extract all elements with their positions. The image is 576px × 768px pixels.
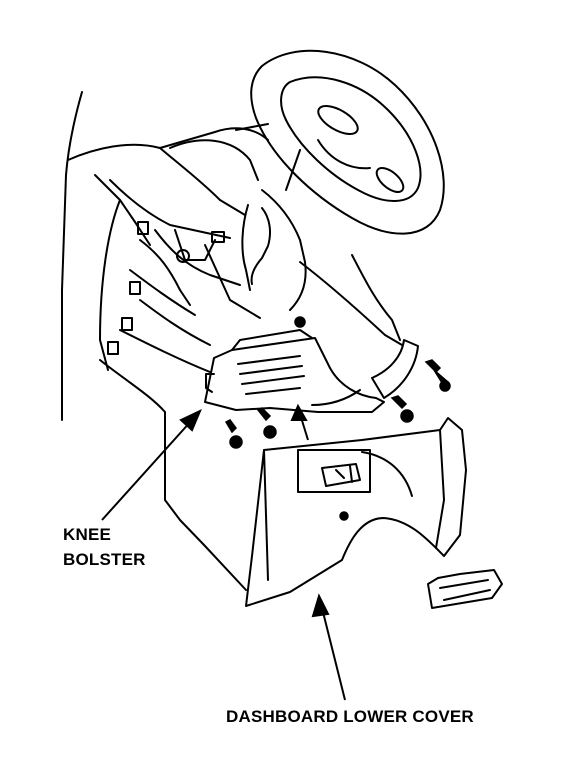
kick-panel-line [99, 359, 247, 591]
wire-2 [154, 229, 241, 286]
dashboard-lower-cover [245, 417, 467, 607]
wire-5 [204, 244, 261, 319]
knee-bolster-rib-3 [241, 375, 305, 385]
bolt-center-1 [256, 407, 272, 422]
lower-cover-latch [321, 463, 361, 487]
trim-piece [427, 569, 503, 609]
dashboard-top-edge [159, 147, 246, 216]
clip-1 [137, 221, 149, 235]
screw-lower-cover [339, 511, 349, 521]
instrument-hood [169, 139, 259, 181]
lower-cover-hole-rim [361, 451, 413, 497]
lower-cover-arrowhead [311, 593, 330, 618]
steering-wheel-rim [250, 49, 445, 235]
trim-piece-detail [439, 579, 491, 601]
wire-1 [139, 239, 191, 306]
clip-3 [121, 317, 133, 331]
knee-bolster [204, 337, 385, 413]
knee-bolster-rib-2 [239, 365, 303, 375]
column-bracket-right [351, 254, 401, 341]
label-dashboard-lower-cover: DASHBOARD LOWER COVER [226, 707, 474, 726]
wire-4 [174, 229, 216, 261]
connector-round [176, 249, 190, 263]
wire-7 [119, 329, 211, 373]
wire-3 [129, 269, 196, 316]
right-bracket-lower [311, 389, 361, 406]
screw-upper-dash [294, 316, 306, 328]
steering-wheel-inner [280, 76, 422, 202]
knee-bolster-rib-4 [245, 387, 301, 395]
steering-spoke-bottom [285, 149, 301, 191]
lower-cover-inner [263, 449, 269, 581]
steering-slot-lower [375, 167, 405, 193]
steering-column-left [241, 204, 251, 291]
steering-spoke-left [235, 123, 269, 131]
lower-cover-leader [321, 607, 346, 701]
knee-bolster-top-left [231, 329, 313, 351]
steering-hub [317, 139, 371, 170]
clip-5 [211, 231, 225, 243]
steering-column-upper [261, 189, 307, 311]
knee-bolster-tab [205, 373, 215, 393]
lower-cover-latch-detail [335, 465, 353, 483]
door-frame-inner [99, 199, 121, 371]
knee-bolster-rib-1 [237, 355, 301, 365]
lower-cover-cutout [297, 449, 371, 493]
removal-arrowhead [290, 403, 308, 421]
clip-2 [129, 281, 141, 295]
right-bracket [371, 339, 419, 399]
label-knee: KNEE [63, 525, 112, 544]
lower-cover-right-edge [435, 429, 445, 549]
knee-bolster-leader [101, 419, 193, 521]
steering-column-shroud [250, 207, 271, 285]
dashboard-face [109, 179, 231, 239]
door-frame-outline [61, 91, 83, 421]
bolt-right-lower [390, 395, 408, 410]
clip-4 [107, 341, 119, 355]
knee-bolster-arrowhead [179, 408, 202, 432]
steering-slot-upper [317, 105, 359, 135]
steering-column-lower [299, 261, 403, 346]
label-bolster: BOLSTER [63, 550, 146, 569]
wire-6 [139, 299, 211, 346]
bolt-center-2 [224, 419, 237, 434]
